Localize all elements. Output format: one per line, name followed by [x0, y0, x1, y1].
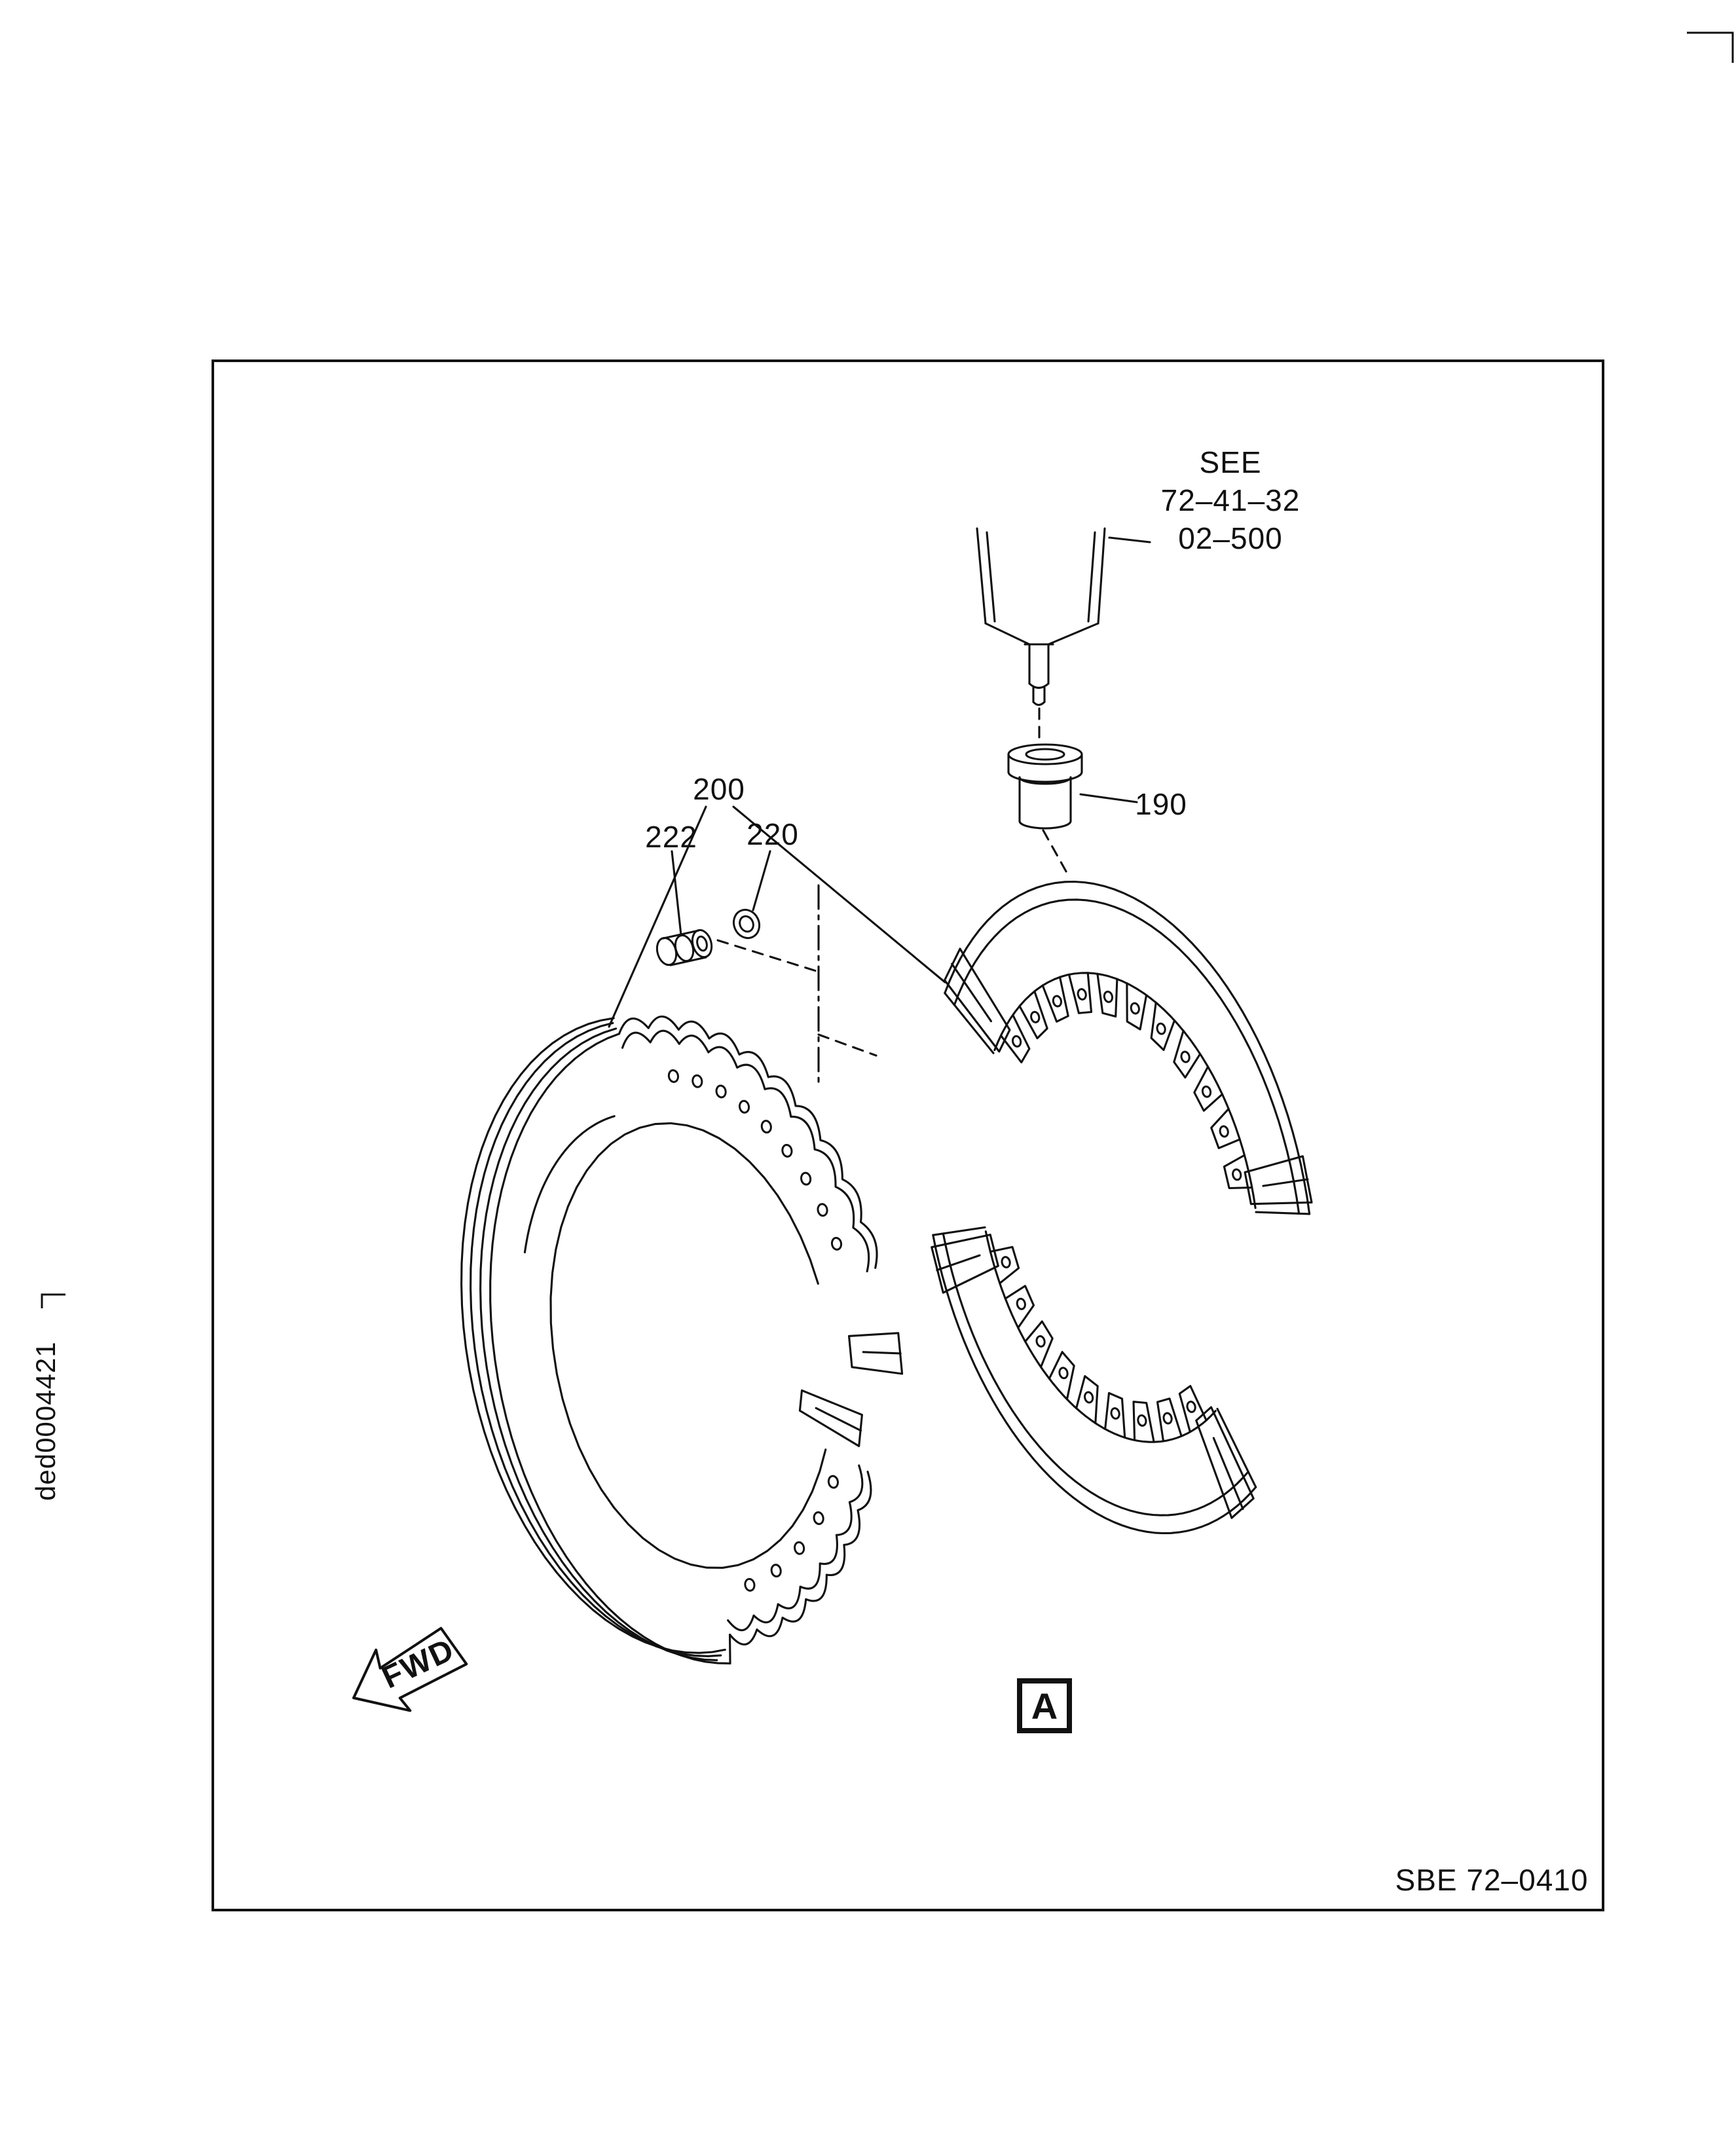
see-line-2: 72–41–32 [1160, 483, 1301, 517]
detail-a-letter: A [1031, 1685, 1058, 1727]
pin-222-art [656, 929, 713, 966]
detail-a-badge: A [1017, 1678, 1072, 1733]
part-label-222: 222 [645, 820, 697, 854]
leader-lines [608, 536, 1151, 1028]
brake-band-left-art [460, 1015, 904, 1665]
figure-frame [212, 359, 1604, 1911]
artwork-id: ded0004421 [30, 1341, 61, 1501]
see-line-1: SEE [1199, 445, 1262, 479]
top-right-corner-mark [1687, 31, 1734, 63]
see-line-3: 02–500 [1178, 521, 1283, 555]
figure-code: SBE 72–0410 [1395, 1863, 1589, 1897]
part-label-190: 190 [1135, 787, 1187, 821]
part-label-200: 200 [693, 772, 745, 806]
part-label-220: 220 [747, 817, 799, 851]
segmented-ring-right-art [931, 880, 1313, 1535]
see-reference-label: SEE 72–41–32 02–500 [1161, 443, 1301, 557]
fwd-arrow-art [352, 1627, 468, 1712]
bushing-190-art [1007, 743, 1083, 830]
centerline-dashes [716, 707, 1070, 1088]
artwork-corner-mark [41, 1293, 65, 1308]
washer-220-art [732, 908, 761, 940]
reference-tube-art [976, 527, 1106, 707]
